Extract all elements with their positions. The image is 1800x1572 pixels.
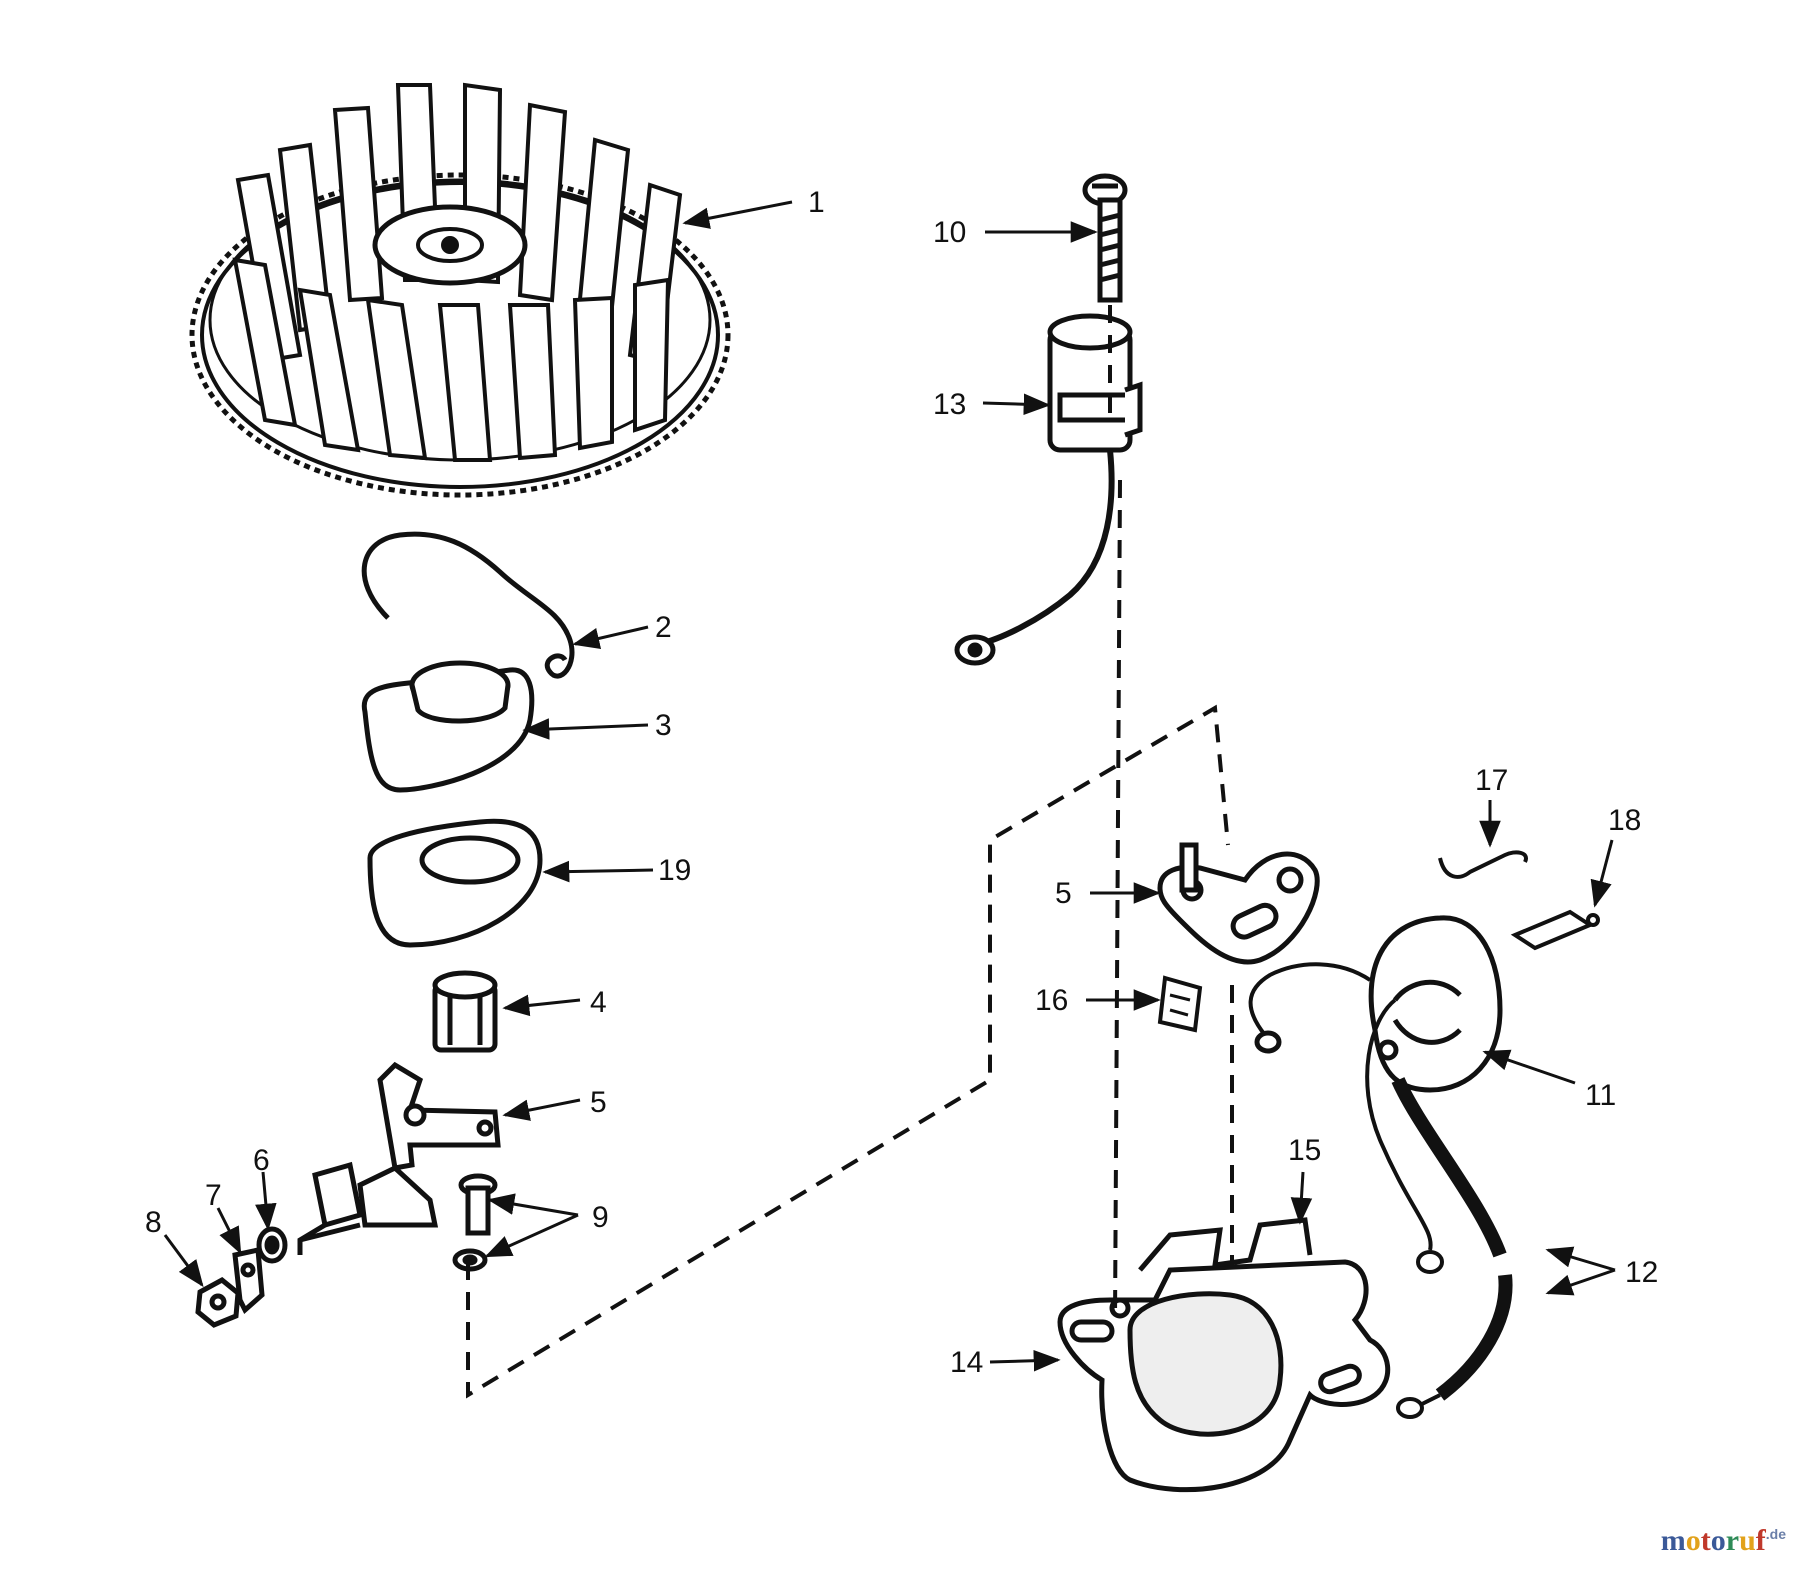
callout-1: 1 [808,186,825,219]
callout-2: 2 [655,611,672,644]
callout-18: 18 [1608,804,1641,837]
breaker-arm-part-5 [357,1061,501,1228]
flywheel-part-1 [189,82,731,498]
watermark-letter: r [1725,1524,1740,1557]
callout-16: 16 [1035,984,1068,1017]
condenser-part-13 [954,313,1143,666]
watermark-letter: f [1755,1524,1766,1557]
coil-part-11 [1248,915,1503,1093]
callout-13: 13 [933,388,966,421]
contact-point [297,1161,363,1255]
watermark-letter: o [1710,1524,1726,1557]
callout-4: 4 [590,986,607,1019]
callout-6: 6 [253,1144,270,1177]
callout-5-right: 5 [1055,877,1072,910]
watermark-letter: t [1700,1524,1711,1557]
wires-part-12 [1365,998,1513,1419]
callout-11: 11 [1585,1079,1616,1112]
spring-part-17 [1438,850,1528,879]
watermark-letter: u [1739,1524,1756,1557]
spring-clip-part-2 [361,531,575,679]
bracket-part-5 [1157,842,1320,965]
callout-labels: 1 2 3 19 4 5 6 7 8 9 10 13 5 16 17 18 11… [145,186,1658,1379]
callout-7: 7 [205,1179,222,1212]
callout-17: 17 [1475,764,1508,797]
gasket-part-19 [367,818,543,948]
watermark-letter: m [1660,1524,1686,1557]
watermark-suffix: .de [1765,1526,1786,1542]
armature-part-14-15 [1057,1217,1391,1493]
callout-19: 19 [658,854,691,887]
callout-3: 3 [655,709,672,742]
leader-arrows [163,200,1616,1372]
bushing-part-4 [432,970,498,1053]
nut-part-8 [195,1277,241,1328]
callout-12: 12 [1625,1256,1658,1289]
callout-8: 8 [145,1206,162,1239]
watermark-letter: o [1685,1524,1701,1557]
felt-part-16 [1157,975,1203,1033]
callout-15: 15 [1288,1134,1321,1167]
callout-10: 10 [933,216,966,249]
callout-14: 14 [950,1346,983,1379]
callout-5-left: 5 [590,1086,607,1119]
screw-part-9 [452,1173,498,1272]
washer-part-6 [256,1226,288,1264]
tab-part-18 [1510,909,1600,951]
deflector-part-3 [361,660,535,793]
watermark-logo: motoruf.de [1661,1524,1786,1558]
callout-9: 9 [592,1201,609,1234]
screw-part-10 [1082,173,1128,303]
assembly-lines [466,305,1234,1399]
